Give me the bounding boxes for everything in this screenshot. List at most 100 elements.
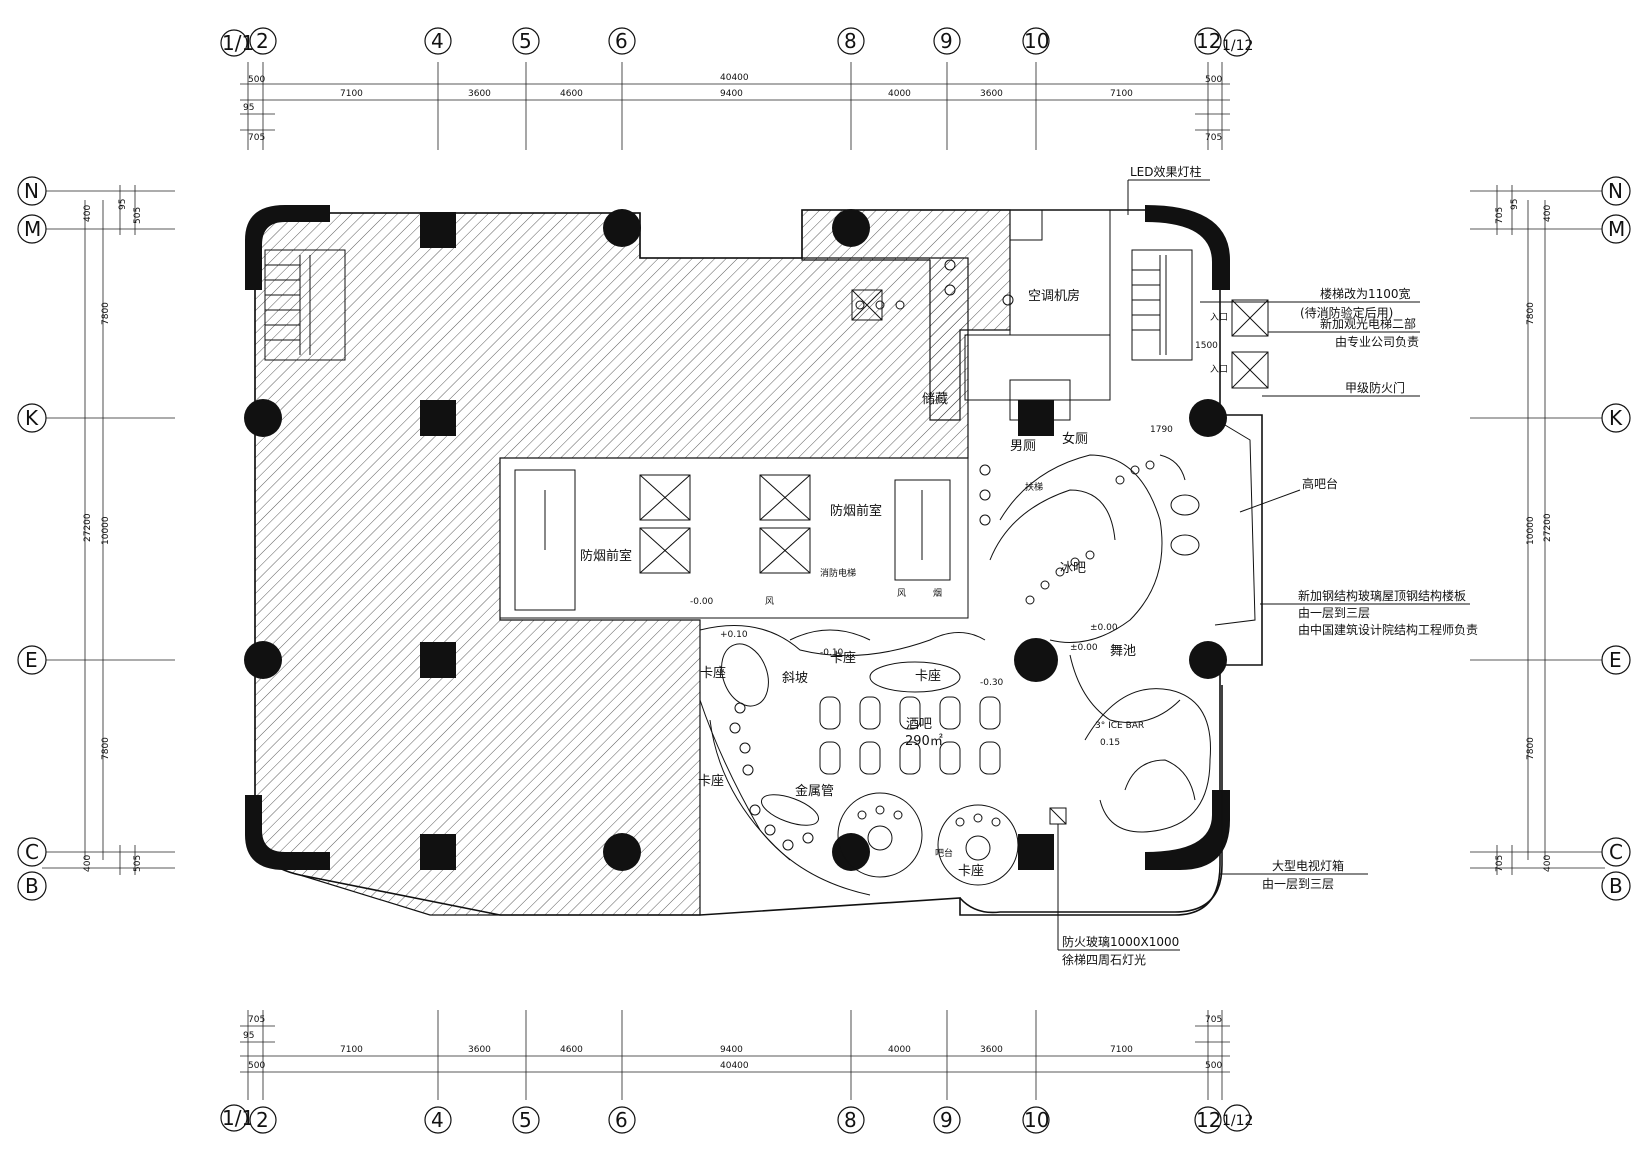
grid-bubble-C-left: C bbox=[25, 840, 39, 864]
right-span-1: 7800 bbox=[1526, 302, 1536, 325]
level-mark: +0.10 bbox=[720, 630, 748, 640]
grid-bubble-N-left: N bbox=[24, 179, 39, 203]
column-square bbox=[420, 834, 456, 870]
elevator-box bbox=[759, 474, 811, 521]
grid-bubble-E-right: E bbox=[1609, 648, 1622, 672]
stairs bbox=[264, 249, 1193, 611]
level-mark: -0.30 bbox=[980, 678, 1004, 688]
booth-label: 卡座 bbox=[698, 774, 724, 789]
bottom-edge-1: 705 bbox=[248, 1015, 265, 1025]
stair-left bbox=[264, 249, 346, 361]
top-span-2: 3600 bbox=[468, 89, 491, 99]
round-booth bbox=[937, 804, 1019, 886]
ice-bar-label: 冰吧 bbox=[1060, 561, 1086, 576]
column-round bbox=[244, 399, 282, 437]
fan-label: 风 bbox=[765, 596, 774, 607]
stair-right bbox=[1131, 249, 1193, 361]
grid-bubble-9: 9 bbox=[940, 29, 953, 53]
bar-area bbox=[699, 625, 1019, 896]
left-edge-3: 400 bbox=[83, 205, 93, 222]
booth-label: 卡座 bbox=[915, 669, 941, 684]
booth-label: 卡座 bbox=[700, 666, 726, 681]
column-round bbox=[1189, 399, 1227, 437]
note-stair-width: 楼梯改为1100宽 bbox=[1320, 286, 1411, 301]
grid-bubble-4: 4 bbox=[431, 29, 444, 53]
column-round bbox=[603, 833, 641, 871]
ice-bar-sign: 3° ICE BAR bbox=[1095, 721, 1144, 731]
grid-bubble-M-left: M bbox=[24, 217, 41, 241]
bar-stools bbox=[729, 702, 814, 851]
grid-bubble-1-12: 1/12 bbox=[1222, 38, 1253, 54]
note-stair-width-2: (待消防验定后用) bbox=[1300, 305, 1393, 320]
note-elevator: 新加观光电梯二部 bbox=[1320, 316, 1416, 331]
note-bar-counter: 高吧台 bbox=[1302, 476, 1338, 491]
stair-core-2 bbox=[894, 479, 951, 581]
top-span-6: 3600 bbox=[980, 89, 1003, 99]
ice-bar-area bbox=[989, 424, 1256, 833]
column-round bbox=[832, 833, 870, 871]
level-mark: ±0.00 bbox=[1070, 643, 1098, 653]
grid-bubble-M-right: M bbox=[1608, 217, 1625, 241]
note-structure-3: 由中国建筑设计院结构工程师负责 bbox=[1298, 622, 1478, 637]
grid-bubble-b-1-12: 1/12 bbox=[1222, 1113, 1253, 1129]
grid-bubble-b-12: 12 bbox=[1196, 1108, 1221, 1132]
left-edge-4: 505 bbox=[133, 855, 143, 872]
column-round bbox=[603, 209, 641, 247]
new-elevator bbox=[1231, 351, 1269, 389]
right-grid: N M K E C B 27200 7800 10000 7800 705 95… bbox=[1470, 176, 1631, 901]
escalator-label: 扶梯 bbox=[1025, 481, 1043, 493]
note-fire-door: 甲级防火门 bbox=[1345, 380, 1405, 395]
building-shell bbox=[245, 205, 1263, 916]
grid-bubble-N-right: N bbox=[1608, 179, 1623, 203]
dim-1790: 1790 bbox=[1150, 425, 1173, 435]
grid-bubble-b-9: 9 bbox=[940, 1108, 953, 1132]
grid-bubble-b-1-1: 1/1 bbox=[222, 1106, 254, 1130]
column-round bbox=[1189, 641, 1227, 679]
room-labels: 酒吧 290㎡ 冰吧 舞池 卡座 卡座 卡座 卡座 卡座 斜坡 金属管 男厕 女… bbox=[580, 288, 1228, 879]
right-edge-3: 400 bbox=[1543, 205, 1553, 222]
grid-bubble-1-1: 1/1 bbox=[222, 31, 254, 55]
annotation-notes: LED效果灯柱 楼梯改为1100宽 (待消防验定后用) 新加观光电梯二部 由专业… bbox=[1057, 164, 1478, 967]
elevator-box bbox=[759, 527, 811, 574]
note-structure-2: 由一层到三层 bbox=[1298, 606, 1370, 620]
smoke-room-label: 防烟前室 bbox=[580, 548, 632, 564]
ramp-label: 斜坡 bbox=[782, 671, 808, 686]
booth-seats bbox=[819, 696, 1001, 775]
round-booth bbox=[837, 792, 923, 878]
bar-area-label: 290㎡ bbox=[905, 734, 943, 749]
grid-bubble-K-left: K bbox=[25, 406, 39, 430]
dance-floor-label: 舞池 bbox=[1110, 644, 1136, 659]
top-span-3: 4600 bbox=[560, 89, 583, 99]
stair-entry-label: 入口 bbox=[1210, 312, 1228, 323]
elevator-core bbox=[499, 289, 1269, 825]
bar-counter-label: 吧台 bbox=[935, 847, 953, 859]
level-mark: -0.10 bbox=[820, 648, 844, 658]
dj-label: 金属管 bbox=[795, 783, 834, 799]
right-span-2: 10000 bbox=[1526, 516, 1536, 545]
grid-bubble-E-left: E bbox=[25, 648, 38, 672]
grid-bubble-b-8: 8 bbox=[844, 1108, 857, 1132]
columns bbox=[244, 209, 1227, 871]
left-span-3: 7800 bbox=[101, 737, 111, 760]
left-span-2: 10000 bbox=[101, 516, 111, 545]
column-square bbox=[1018, 400, 1054, 436]
grid-bubble-K-right: K bbox=[1609, 406, 1623, 430]
bar-label: 酒吧 bbox=[906, 717, 932, 732]
top-span-7: 7100 bbox=[1110, 89, 1133, 99]
elevator-box bbox=[639, 527, 691, 574]
left-edge-5: 400 bbox=[83, 855, 93, 872]
bottom-edge-2: 95 bbox=[243, 1031, 254, 1041]
right-edge-4: 705 bbox=[1495, 855, 1505, 872]
bottom-grid: 1/1 2 4 5 6 8 9 10 12 1/12 40400 7100 36… bbox=[220, 1010, 1253, 1134]
right-edge-2: 95 bbox=[1510, 199, 1520, 210]
note-led-screen: 大型电视灯箱 bbox=[1272, 858, 1344, 873]
column-round bbox=[1014, 638, 1058, 682]
dim-1500: 1500 bbox=[1195, 341, 1218, 351]
top-edge-1: 500 bbox=[248, 75, 265, 85]
grid-bubble-8: 8 bbox=[844, 29, 857, 53]
small-elevator bbox=[851, 289, 883, 321]
left-grid: N M K E C B 27200 7800 10000 7800 505 95… bbox=[17, 176, 175, 901]
booth-label: 卡座 bbox=[830, 651, 856, 666]
top-edge-3: 705 bbox=[248, 133, 265, 143]
male-wc-label: 男厕 bbox=[1010, 439, 1036, 454]
